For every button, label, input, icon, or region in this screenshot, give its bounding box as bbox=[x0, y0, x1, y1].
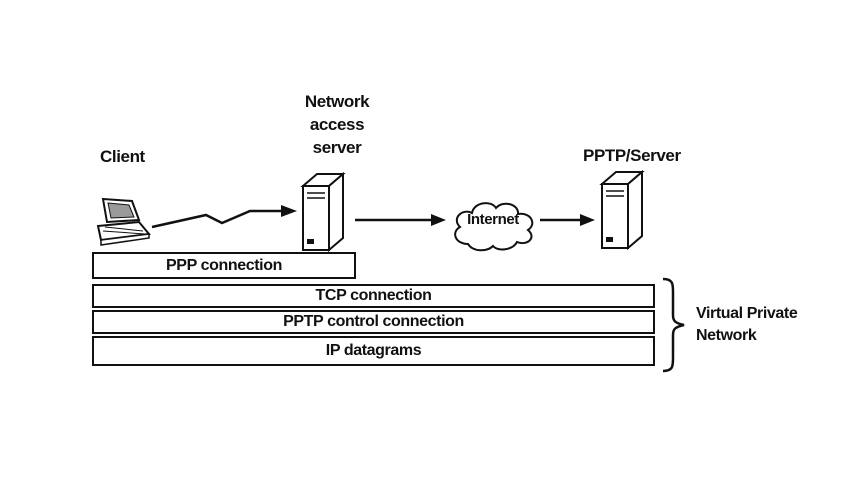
ppp-connection-label: PPP connection bbox=[166, 256, 282, 274]
vpn-label-line-2: Network bbox=[696, 327, 757, 344]
nas-label: Network access server bbox=[287, 90, 387, 159]
tcp-connection-box: TCP connection bbox=[92, 284, 655, 308]
laptop-icon bbox=[86, 196, 158, 252]
tcp-connection-label: TCP connection bbox=[315, 287, 432, 304]
client-to-nas-arrow-icon bbox=[150, 200, 300, 236]
vpn-brace-icon bbox=[659, 277, 687, 373]
ip-datagrams-box: IP datagrams bbox=[92, 336, 655, 366]
client-label: Client bbox=[100, 147, 145, 166]
ip-datagrams-label: IP datagrams bbox=[325, 342, 422, 359]
internet-label: Internet bbox=[467, 211, 519, 228]
vpn-label-line-1: Virtual Private bbox=[696, 305, 798, 322]
pptp-server-label: PPTP/Server bbox=[583, 146, 681, 165]
ppp-connection-box: PPP connection bbox=[92, 252, 356, 279]
internet-to-server-arrow-icon bbox=[538, 210, 596, 230]
pptp-server-icon bbox=[596, 166, 651, 253]
nas-label-line-3: server bbox=[312, 138, 362, 157]
pptp-control-connection-box: PPTP control connection bbox=[92, 310, 655, 334]
nas-to-internet-arrow-icon bbox=[353, 210, 448, 230]
nas-server-icon bbox=[297, 168, 352, 255]
internet-cloud-icon bbox=[443, 192, 543, 254]
nas-label-line-1: Network bbox=[304, 92, 370, 111]
vpn-label: Virtual Private Network bbox=[696, 303, 798, 347]
pptp-control-connection-label: PPTP control connection bbox=[283, 313, 464, 330]
nas-label-line-2: access bbox=[309, 115, 365, 134]
